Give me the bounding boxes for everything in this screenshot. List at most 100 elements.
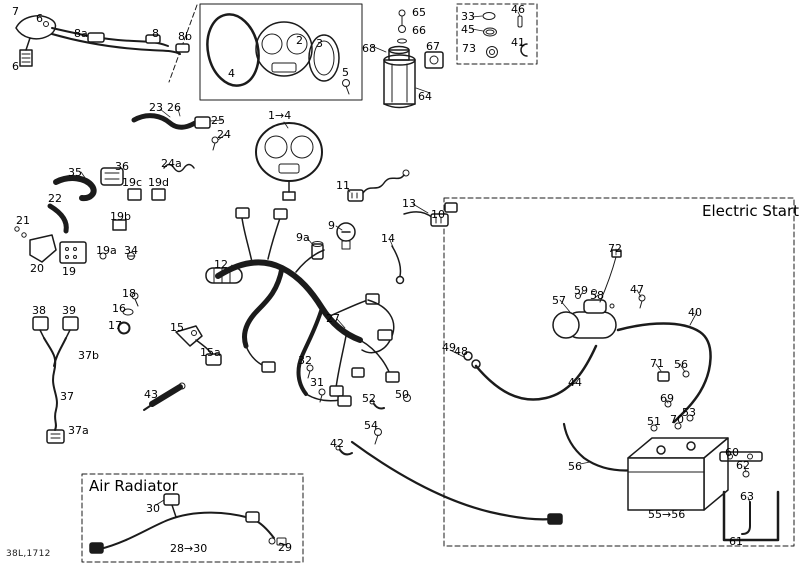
part-label: 58 (590, 289, 604, 302)
part-label: 34 (124, 244, 138, 257)
part-label: 23 (149, 101, 163, 114)
part-label: 36 (115, 160, 129, 173)
part-label: 50 (395, 388, 409, 401)
part-label: 12 (214, 258, 228, 271)
part-label: 9a (296, 231, 310, 244)
main-harness-drawing (205, 207, 400, 407)
boundary-boxes (81, 3, 795, 563)
part-label: 44 (568, 376, 582, 389)
battery-drawing (627, 437, 729, 511)
part-label: 47 (630, 283, 644, 296)
part-label: 67 (426, 40, 440, 53)
doc-code: 38L,1712 (6, 549, 51, 559)
part-label: 63 (740, 490, 754, 503)
part-label: 20 (30, 262, 44, 275)
part-label: 8a (74, 27, 88, 40)
part-label: 29 (278, 541, 292, 554)
switch-parts-drawing (311, 169, 458, 285)
part-label: 39 (62, 304, 76, 317)
part-label: 6 (12, 60, 19, 73)
part-label: 28→30 (170, 542, 208, 555)
part-label: 8 (152, 27, 159, 40)
part-label: 65 (412, 6, 426, 19)
part-label: 49 (442, 341, 456, 354)
part-label: 19b (110, 210, 131, 223)
part-label: 3 (316, 37, 323, 50)
gauge-cluster-drawing (255, 122, 323, 201)
part-label: 51 (647, 415, 661, 428)
part-label: 45 (461, 23, 475, 36)
leader-lines (80, 11, 751, 546)
part-label: 9 (328, 219, 335, 232)
part-label: 21 (16, 214, 30, 227)
electric-start-title: Electric Start (702, 202, 799, 220)
part-label: 42 (330, 437, 344, 450)
part-label: 68 (362, 42, 376, 55)
part-label: 30 (146, 502, 160, 515)
left-harness-parts (14, 113, 222, 411)
part-label: 66 (412, 24, 426, 37)
part-label: 46 (511, 3, 525, 16)
part-label: 40 (688, 306, 702, 319)
part-label: 56 (674, 358, 688, 371)
part-label: 1→4 (268, 109, 292, 122)
part-label: 19c (122, 176, 143, 189)
part-label: 2 (296, 34, 303, 47)
small-hardware-center (306, 364, 411, 456)
part-label: 15a (200, 346, 221, 359)
starter-motor-drawing (552, 249, 646, 339)
battery-hardware-drawing (650, 370, 780, 542)
handlebar-switch-group (15, 15, 190, 67)
air-radiator-harness-drawing (89, 493, 287, 554)
part-label: 11 (336, 179, 350, 192)
part-label: 70 (670, 413, 684, 426)
part-label: 10 (431, 208, 445, 221)
part-label: 71 (650, 357, 664, 370)
part-label: 62 (736, 459, 750, 472)
part-label: 4 (228, 67, 235, 80)
part-label: 8b (178, 30, 192, 43)
air-radiator-title: Air Radiator (89, 477, 178, 495)
oil-reservoir-drawing (383, 9, 444, 109)
part-label: 57 (552, 294, 566, 307)
part-label: 41 (511, 36, 525, 49)
part-label: 60 (725, 446, 739, 459)
part-label: 6 (36, 12, 43, 25)
part-label: 13 (402, 197, 416, 210)
seal-kit-drawing (482, 12, 528, 58)
part-label: 43 (144, 388, 158, 401)
part-label: 52 (362, 392, 376, 405)
part-label: 22 (48, 192, 62, 205)
part-label: 7 (12, 5, 19, 18)
part-label: 31 (310, 376, 324, 389)
part-label: 19 (62, 265, 76, 278)
part-label: 72 (608, 242, 622, 255)
part-label: 32 (298, 354, 312, 367)
part-label: 59 (574, 284, 588, 297)
part-label: 17 (108, 319, 122, 332)
part-label: 5 (342, 66, 349, 79)
part-label: 69 (660, 392, 674, 405)
gauge-kit-drawing (206, 13, 350, 95)
part-label: 64 (418, 90, 432, 103)
part-label: 48 (454, 345, 468, 358)
part-label: 37b (78, 349, 99, 362)
part-label: 54 (364, 419, 378, 432)
part-label: 61 (729, 535, 743, 548)
part-label: 19a (96, 244, 117, 257)
part-label: 53 (682, 406, 696, 419)
part-label: 14 (381, 232, 395, 245)
part-label: 37a (68, 424, 89, 437)
part-label: 19d (148, 176, 169, 189)
part-label: 18 (122, 287, 136, 300)
part-label: 24 (217, 128, 231, 141)
part-label: 24a (161, 157, 182, 170)
part-label: 25 (211, 114, 225, 127)
part-label: 56 (568, 460, 582, 473)
part-label: 27 (326, 312, 340, 325)
part-label: 73 (462, 42, 476, 55)
part-label: 38 (32, 304, 46, 317)
